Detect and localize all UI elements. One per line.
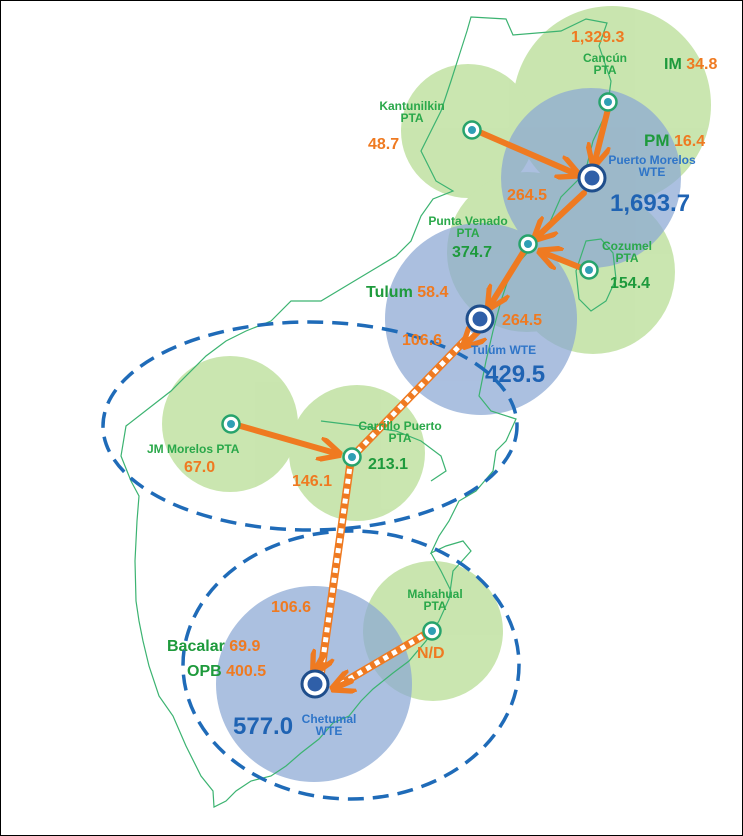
puerto-morelos-label: Puerto Morelos WTE [608,154,695,178]
puerto-morelos-type: WTE [638,165,666,179]
cozumel-to-punta-venado-arrow [544,253,587,272]
pta-target-icon [518,234,538,254]
tulum-wte-name: Tulúm [471,343,507,357]
carrillo-puerto-name: Carrillo Puerto [358,419,442,433]
punta-venado-label: Punta Venado PTA [428,215,507,239]
im-label: IM 34.8 [664,57,717,73]
mahahual-value: N/D [417,645,445,662]
tulum-name: Tulum [366,284,413,301]
carrillo-flow-value: 146.1 [292,473,333,490]
pta-target-icon [221,414,241,434]
cancun-value: 1,329.3 [571,29,625,46]
mahahual-name: Mahahual [407,587,463,601]
tulum-wte-type: WTE [509,343,537,357]
puerto-morelos-name: Puerto Morelos [608,153,696,167]
chetumal-label: Chetumal WTE [302,713,357,737]
opb-label: OPB 400.5 [187,664,266,680]
kantunilkin-to-pm-arrow [474,128,574,173]
kantunilkin-name: Kantunilkin [379,99,445,113]
jm-morelos-to-carrillo-arrow [234,422,335,453]
opb-name: OPB [187,663,222,680]
flow-value-to-chetumal: 106.6 [271,599,312,616]
flow-value-punta-venado-tulum: 264.5 [502,312,543,329]
bacalar-label: Bacalar 69.9 [167,639,260,655]
pta-target-icon [342,447,362,467]
tulum-value: 58.4 [417,284,449,301]
cozumel-label: Cozumel PTA [602,240,652,264]
carrillo-to-chetumal-arrow [316,656,323,669]
bacalar-name: Bacalar [167,638,225,655]
kantunilkin-label: Kantunilkin PTA [379,100,444,124]
flow-value-pm-punta-venado: 264.5 [507,187,548,204]
pta-target-icon [422,621,442,641]
opb-value: 400.5 [226,663,267,680]
coast-detail-outline [320,420,452,592]
mahahual-label: Mahahual PTA [407,588,462,612]
jm-morelos-name: JM Morelos PTA [147,442,240,456]
cancun-name: Cancún [582,51,628,65]
cozumel-island-outline [575,238,617,312]
tulum-wte-value: 429.5 [485,361,546,388]
central-cluster-boundary [101,320,519,532]
kantunilkin-value: 48.7 [368,136,400,153]
wte-target-icon [300,669,330,699]
carrillo-puerto-label: Carrillo Puerto PTA [358,420,441,444]
jm-morelos-value: 67.0 [184,459,216,476]
kantunilkin-type: PTA [400,111,424,125]
pm-value: 16.4 [673,133,706,150]
southern-cluster-boundary [181,529,521,801]
pta-target-icon [598,92,618,112]
pta-markers [221,92,618,641]
punta-venado-type: PTA [456,226,480,240]
carrillo-puerto-value: 213.1 [368,456,409,473]
pm-label: PM 16.4 [644,132,705,150]
cozumel-name: Cozumel [601,239,653,253]
pm-to-punta-venado-arrow [538,190,587,236]
wte-markers [300,163,607,699]
im-name: IM [664,56,682,73]
im-value: 34.8 [686,56,718,73]
carrillo-chetumal-transfer-line-dash [318,458,354,674]
mahahual-to-chetumal-arrow [337,681,351,687]
flow-value-tulum-carrillo: 106.6 [402,332,443,349]
puerto-morelos-value: 1,693.7 [610,190,691,217]
punta-venado-name: Punta Venado [428,214,508,228]
mahahual-type: PTA [423,599,447,613]
cozumel-type: PTA [615,251,639,265]
chetumal-value: 577.0 [233,713,294,740]
tulum-label: Tulum 58.4 [366,285,448,301]
wte-target-icon [465,304,495,334]
pta-target-icon [579,260,599,280]
wte-target-icon [577,163,607,193]
cancun-to-pm-arrow [595,106,611,161]
chetumal-name: Chetumal [301,712,357,726]
cancun-label: Cancún PTA [583,52,627,76]
punta-venado-value: 374.7 [452,244,493,261]
chetumal-type: WTE [315,724,343,738]
punta-venado-to-tulum-arrow [491,248,527,304]
mahahual-chetumal-transfer-line-dash [339,628,433,687]
pta-target-icon [462,120,482,140]
bacalar-value: 69.9 [229,638,261,655]
pm-name: PM [644,131,670,150]
carrillo-puerto-type: PTA [388,431,412,445]
tulum-carrillo-transfer-line-dash [351,331,474,458]
cancun-type: PTA [593,63,617,77]
cozumel-value: 154.4 [610,275,651,292]
tulum-wte-label: Tulúm WTE [471,344,536,356]
